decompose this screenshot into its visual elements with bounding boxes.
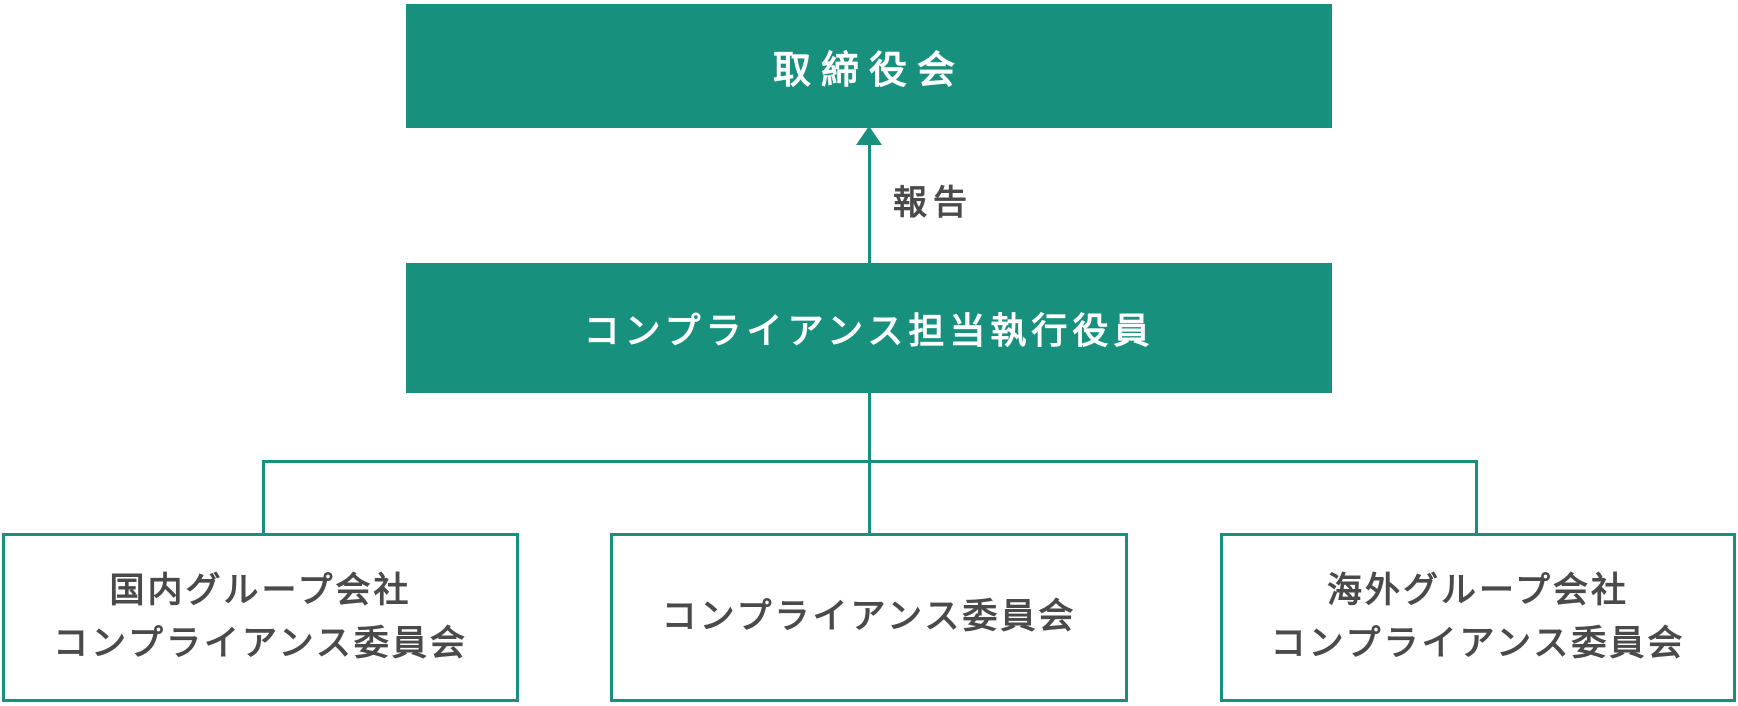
node-board-of-directors: 取締役会 bbox=[406, 4, 1332, 128]
node-compliance-committee: コンプライアンス委員会 bbox=[610, 533, 1128, 702]
node-domestic-label-line1: 国内グループ会社 bbox=[109, 571, 412, 610]
report-arrow-label: 報告 bbox=[893, 184, 973, 222]
connector-trunk-line bbox=[868, 393, 871, 534]
node-central-label: コンプライアンス委員会 bbox=[661, 597, 1077, 637]
connector-horizontal-rail bbox=[262, 460, 1478, 463]
node-domestic-group-compliance-committee: 国内グループ会社 コンプライアンス委員会 bbox=[2, 533, 519, 702]
node-officer-label: コンプライアンス担当執行役員 bbox=[583, 310, 1155, 351]
node-domestic-label-line2: コンプライアンス委員会 bbox=[53, 623, 468, 663]
node-overseas-group-compliance-committee: 海外グループ会社 コンプライアンス委員会 bbox=[1220, 533, 1736, 702]
node-compliance-executive-officer: コンプライアンス担当執行役員 bbox=[406, 263, 1332, 393]
node-overseas-label-line1: 海外グループ会社 bbox=[1327, 571, 1629, 610]
connector-drop-right bbox=[1475, 460, 1478, 534]
arrow-up-icon bbox=[856, 126, 882, 145]
node-overseas-label-line2: コンプライアンス委員会 bbox=[1270, 623, 1686, 663]
report-arrow-line bbox=[868, 143, 871, 263]
node-board-label: 取締役会 bbox=[772, 49, 965, 92]
connector-drop-left bbox=[262, 460, 265, 534]
